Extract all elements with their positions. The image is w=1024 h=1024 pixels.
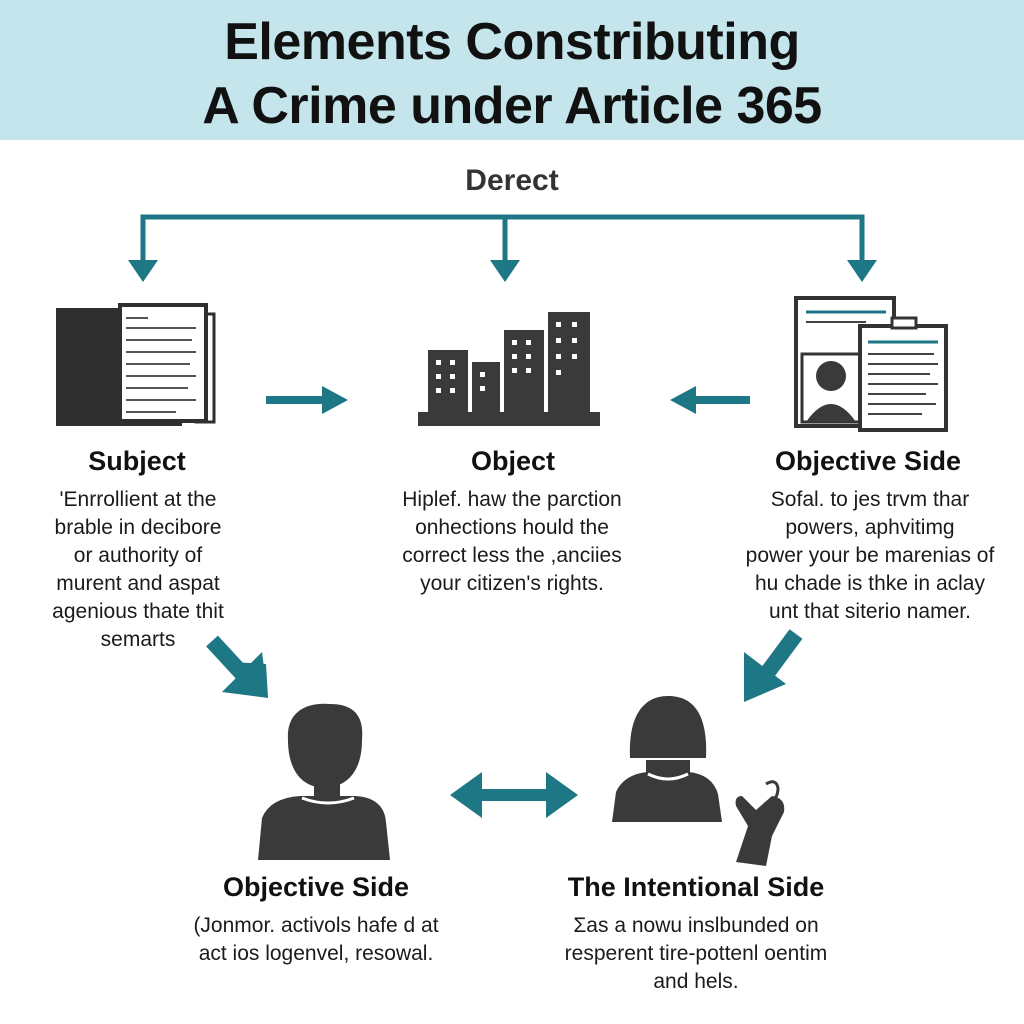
top-arrowheads	[128, 260, 877, 282]
arrow-bidirectional	[450, 772, 578, 818]
city-buildings-icon	[418, 312, 600, 426]
arrow-diagonal-right	[744, 629, 803, 702]
arrow-down-right	[847, 260, 877, 282]
node-text-subject: ʹEnrrollient at the brable in decibore o…	[52, 488, 224, 651]
node-title-objective-side-bottom: Objective Side	[222, 872, 410, 902]
top-connector-label: Derect	[465, 164, 559, 197]
arrow-down-left	[128, 260, 158, 282]
id-document-icon	[794, 296, 948, 432]
node-text-object: Hiplef. haw the parction onhections houl…	[402, 488, 622, 595]
arrow-objective-to-object	[670, 386, 750, 414]
person-male-icon	[258, 703, 390, 860]
arrow-diagonal-left	[206, 635, 268, 698]
title-line-1: Elements Constributing	[224, 13, 800, 71]
top-bracket-connector	[140, 214, 865, 263]
person-female-hand-icon	[612, 696, 785, 866]
node-text-objective-side-top: Sofal. to jes trvm thar powers, aphvitim…	[745, 488, 995, 623]
node-title-objective-side-top: Objective Side	[774, 446, 962, 476]
node-text-intentional-side: Ʃas a nowu inslbunded on resperent tire-…	[564, 914, 828, 993]
title-line-2: A Crime under Article 365	[202, 77, 822, 135]
document-stack-icon	[56, 303, 216, 426]
arrow-down-center	[490, 260, 520, 282]
node-title-subject: Subject	[88, 446, 186, 476]
title-banner: Elements Constributing A Crime under Art…	[0, 0, 1024, 140]
node-text-objective-side-bottom: (Jonmor. activols hafe d at act ios loge…	[193, 914, 439, 965]
node-title-object: Object	[470, 446, 556, 476]
node-title-intentional-side: The Intentional Side	[567, 872, 825, 902]
arrow-subject-to-object	[266, 386, 348, 414]
